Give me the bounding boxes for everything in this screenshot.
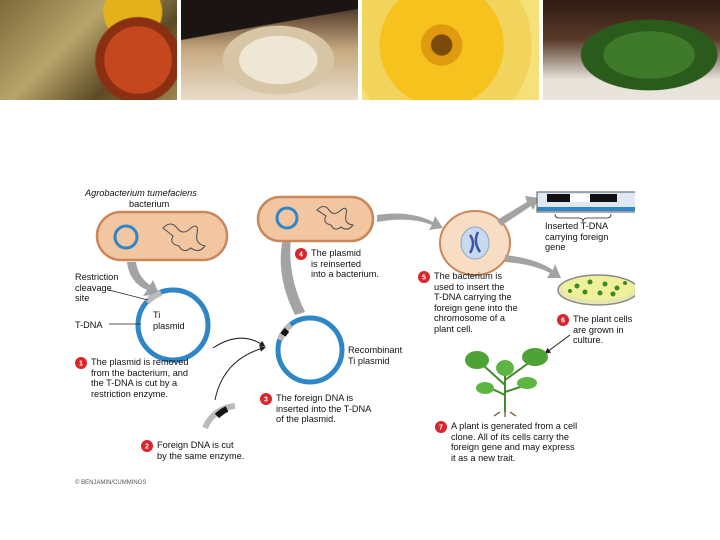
step-badge-1: 1 [75, 357, 87, 369]
svg-text:6: 6 [561, 318, 565, 325]
step-badge-4: 4 [295, 248, 307, 260]
svg-text:3: 3 [264, 397, 268, 404]
arrow-to-plant-cell [377, 214, 443, 230]
step-1-text: The plasmid is removed from the bacteriu… [91, 357, 189, 399]
svg-text:2: 2 [145, 444, 149, 451]
recombinant-plasmid-label: Recombinant Ti plasmid [348, 345, 402, 366]
photo-banner [0, 0, 720, 100]
arrow-to-plant [547, 335, 570, 352]
step-4-text: The plasmid is reinserted into a bacteri… [311, 248, 379, 280]
step-3-text: The foreign DNA is inserted into the T-D… [276, 393, 371, 425]
step-badge-5: 5 [418, 271, 430, 283]
svg-text:5: 5 [422, 275, 426, 282]
arrow-extract-plasmid [127, 262, 159, 296]
arrow-to-chromosome [497, 196, 539, 226]
bacterium-recombinant [258, 197, 373, 241]
foreign-dna [205, 406, 235, 428]
bacterium-original [97, 212, 227, 260]
svg-text:1: 1 [79, 361, 83, 368]
spices-photo [0, 0, 177, 100]
dumplings-photo [181, 0, 358, 100]
recombinant-plasmid [278, 318, 342, 382]
arrow-plasmid-to-recombinant [213, 338, 263, 348]
culture-dish [558, 275, 635, 305]
greens-photo [543, 0, 720, 100]
svg-text:4: 4 [299, 252, 303, 259]
step-7-text: A plant is generated from a cell clone. … [451, 421, 577, 463]
arrow-foreign-to-recombinant [215, 348, 263, 400]
flower-photo [362, 0, 539, 100]
chromosome-detail [537, 192, 635, 222]
svg-text:7: 7 [439, 425, 443, 432]
tdna-label: T-DNA [75, 320, 103, 331]
ti-plasmid-label: Ti plasmid [153, 310, 185, 331]
organism-name-label: Agrobacterium tumefaciens [85, 188, 197, 199]
step-badge-2: 2 [141, 440, 153, 452]
step-badge-6: 6 [557, 314, 569, 326]
step-2-text: Foreign DNA is cut by the same enzyme. [157, 440, 244, 461]
plant-illustration [465, 348, 548, 417]
ti-plasmid-diagram: 1 2 3 4 5 6 7 Agrobacterium tumefaciens … [65, 180, 635, 480]
step-badge-3: 3 [260, 393, 272, 405]
step-badge-7: 7 [435, 421, 447, 433]
restriction-site-label: Restriction cleavage site [75, 272, 118, 304]
copyright-text: © BENJAMIN/CUMMINGS [75, 480, 146, 486]
step-6-text: The plant cells are grown in culture. [573, 314, 632, 346]
step-5-text: The bacterium is used to insert the T-DN… [434, 271, 518, 334]
inserted-tdna-label: Inserted T-DNA carrying foreign gene [545, 221, 608, 253]
organism-type-label: bacterium [129, 199, 169, 210]
